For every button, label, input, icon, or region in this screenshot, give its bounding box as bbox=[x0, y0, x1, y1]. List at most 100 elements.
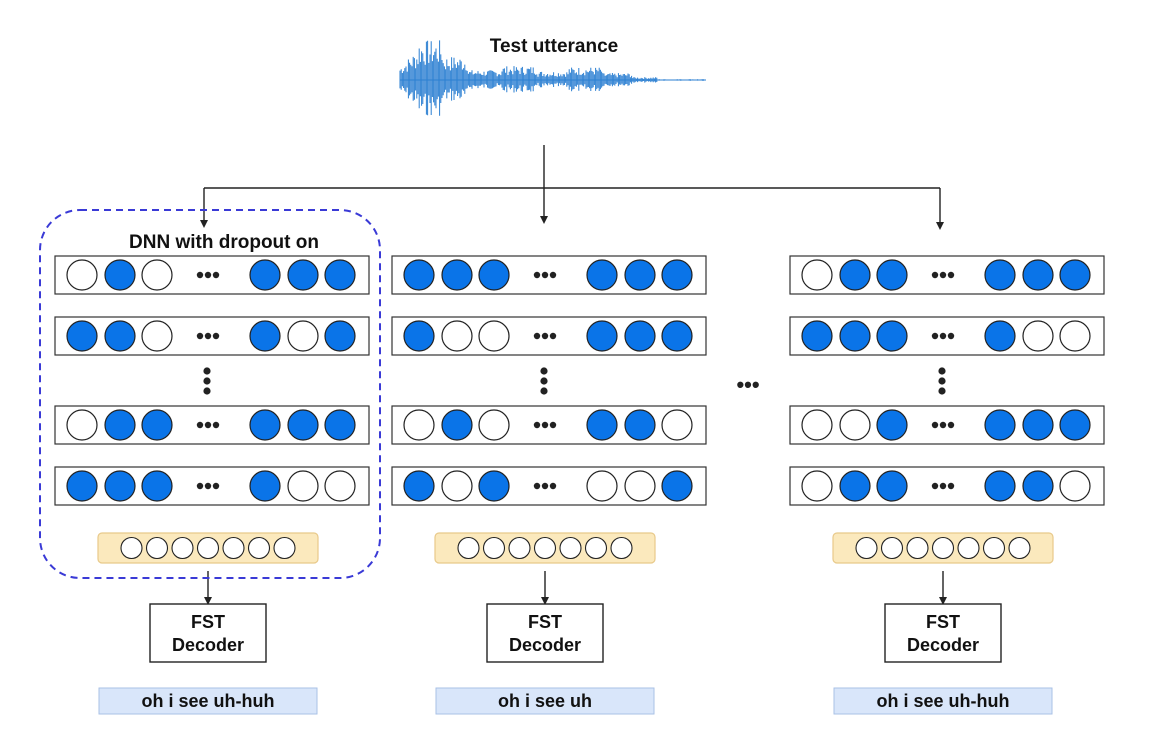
decoder-label-line1: FST bbox=[191, 612, 225, 632]
output-neuron bbox=[880, 536, 904, 560]
neuron-active bbox=[661, 320, 693, 352]
ensemble-ellipsis: ••• bbox=[736, 372, 759, 397]
layer-box bbox=[789, 316, 1105, 356]
output-layer bbox=[434, 532, 656, 564]
hidden-layer bbox=[789, 255, 1105, 295]
neuron-active bbox=[839, 259, 871, 291]
neuron-active bbox=[984, 320, 1016, 352]
ellipsis-dot bbox=[196, 482, 204, 490]
decoder-box bbox=[884, 603, 1002, 663]
neuron-active bbox=[249, 259, 281, 291]
neuron-active bbox=[876, 320, 908, 352]
neuron-active bbox=[249, 320, 281, 352]
ellipsis-dot bbox=[549, 271, 557, 279]
output-neuron bbox=[931, 536, 955, 560]
neuron-active bbox=[249, 409, 281, 441]
ellipsis-dot bbox=[931, 332, 939, 340]
neuron-active bbox=[1059, 259, 1091, 291]
neuron-active bbox=[586, 409, 618, 441]
ellipsis-dot bbox=[541, 482, 549, 490]
neuron-dropped bbox=[287, 320, 319, 352]
neuron-dropped bbox=[403, 409, 435, 441]
hidden-layer bbox=[789, 316, 1105, 356]
neuron-active bbox=[403, 320, 435, 352]
neuron-dropped bbox=[441, 320, 473, 352]
dropout-label: DNN with dropout on bbox=[129, 232, 319, 253]
neuron-dropped bbox=[324, 470, 356, 502]
output-neuron bbox=[171, 536, 194, 560]
ellipsis-dot bbox=[947, 421, 955, 429]
transcript-result: oh i see uh bbox=[435, 687, 655, 715]
output-neuron bbox=[957, 536, 980, 560]
ellipsis-dot bbox=[549, 332, 557, 340]
neuron-active bbox=[287, 259, 319, 291]
neuron-active bbox=[984, 470, 1016, 502]
ellipsis-dot bbox=[533, 332, 541, 340]
neuron-active bbox=[403, 259, 435, 291]
vertical-ellipsis-dot bbox=[203, 377, 211, 385]
audio-waveform bbox=[399, 40, 706, 116]
vertical-ellipsis-dot bbox=[203, 367, 211, 375]
output-neuron bbox=[906, 536, 929, 560]
hidden-layer bbox=[54, 405, 370, 445]
neuron-active bbox=[104, 470, 136, 502]
vertical-ellipsis-dot bbox=[540, 367, 548, 375]
layer-box bbox=[54, 316, 370, 356]
hidden-layer bbox=[789, 405, 1105, 445]
neuron-dropped bbox=[287, 470, 319, 502]
neuron-active bbox=[839, 320, 871, 352]
neuron-active bbox=[586, 259, 618, 291]
layer-box bbox=[391, 316, 707, 356]
neuron-dropped bbox=[66, 409, 98, 441]
neuron-dropped bbox=[1059, 470, 1091, 502]
neuron-dropped bbox=[1059, 320, 1091, 352]
output-neuron bbox=[508, 536, 531, 560]
neuron-active bbox=[287, 409, 319, 441]
neuron-active bbox=[441, 259, 473, 291]
neuron-active bbox=[1022, 409, 1054, 441]
ellipsis-dot bbox=[212, 332, 220, 340]
neuron-active bbox=[104, 409, 136, 441]
ellipsis-dot bbox=[204, 332, 212, 340]
ellipsis-dot bbox=[541, 332, 549, 340]
vertical-ellipsis-dot bbox=[540, 377, 548, 385]
layer-box bbox=[54, 405, 370, 445]
hidden-layer bbox=[54, 255, 370, 295]
hidden-layer bbox=[391, 466, 707, 506]
ellipsis-dot bbox=[204, 421, 212, 429]
transcript-result: oh i see uh-huh bbox=[98, 687, 318, 715]
vertical-ellipsis-dot bbox=[203, 387, 211, 395]
vertical-ellipsis-dot bbox=[540, 387, 548, 395]
neuron-dropped bbox=[801, 470, 833, 502]
output-layer bbox=[832, 532, 1054, 564]
neuron-dropped bbox=[1022, 320, 1054, 352]
decoder-box bbox=[486, 603, 604, 663]
transcript-box bbox=[98, 687, 318, 715]
ellipsis-dot bbox=[204, 271, 212, 279]
ellipsis-dot bbox=[533, 271, 541, 279]
neuron-dropped bbox=[801, 259, 833, 291]
ellipsis-dot bbox=[947, 271, 955, 279]
decoder-box bbox=[149, 603, 267, 663]
ellipsis-dot bbox=[549, 421, 557, 429]
neuron-active bbox=[478, 259, 510, 291]
neuron-active bbox=[1022, 259, 1054, 291]
decoder-label-line2: Decoder bbox=[907, 635, 979, 655]
neuron-active bbox=[661, 470, 693, 502]
neuron-active bbox=[324, 409, 356, 441]
neuron-active bbox=[1022, 470, 1054, 502]
neuron-dropped bbox=[478, 320, 510, 352]
hidden-layer bbox=[54, 316, 370, 356]
hidden-layer bbox=[54, 466, 370, 506]
layer-box bbox=[789, 405, 1105, 445]
neuron-active bbox=[624, 409, 656, 441]
neuron-dropped bbox=[478, 409, 510, 441]
neuron-active bbox=[624, 320, 656, 352]
decoder-label-line1: FST bbox=[528, 612, 562, 632]
neuron-active bbox=[324, 320, 356, 352]
neuron-dropped bbox=[141, 320, 173, 352]
neuron-active bbox=[141, 409, 173, 441]
